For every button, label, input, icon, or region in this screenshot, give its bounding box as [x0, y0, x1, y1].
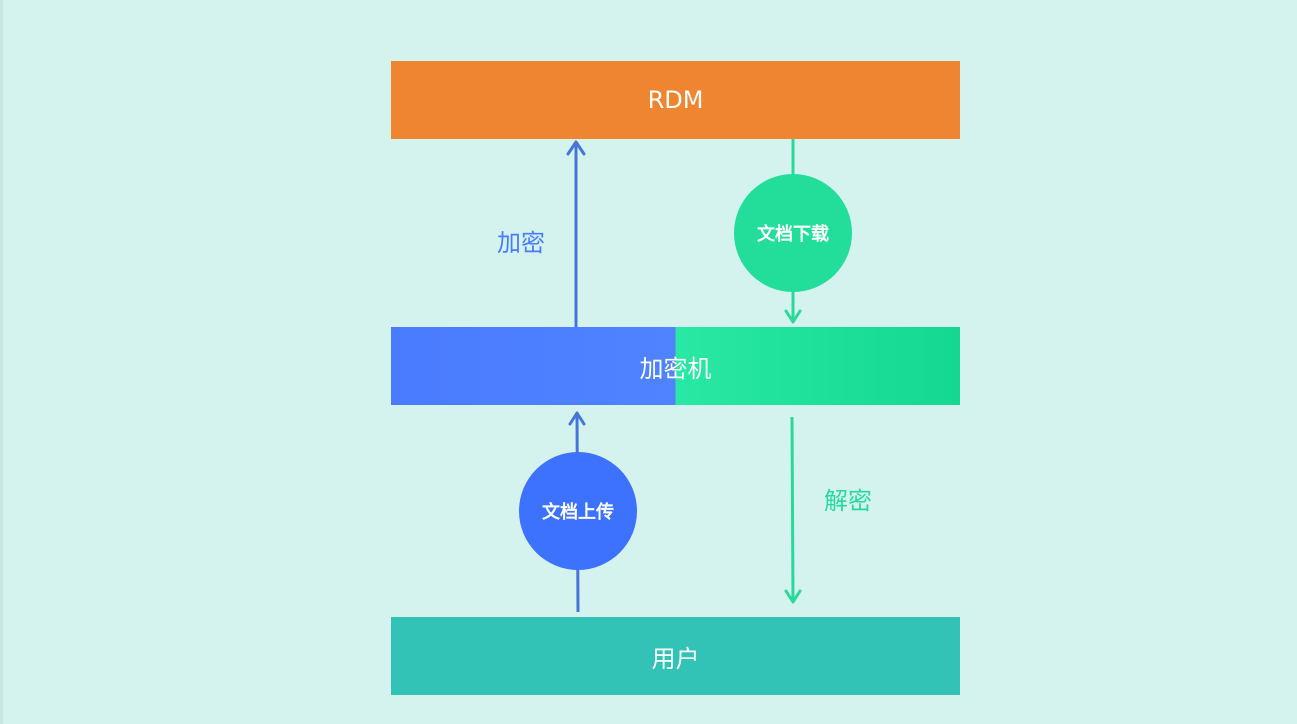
encrypt-label: 加密: [497, 229, 545, 257]
decrypt-arrow: [784, 416, 802, 604]
user-node: 用户: [391, 617, 960, 695]
encryptor-node-label: 加密机: [639, 354, 712, 383]
window-edge: [0, 0, 3, 724]
upload-circle-label: 文档上传: [542, 502, 614, 523]
upload-circle: 文档上传: [519, 452, 637, 570]
download-circle-label: 文档下载: [757, 224, 829, 245]
decrypt-label: 解密: [824, 487, 872, 515]
download-circle: 文档下载: [734, 174, 852, 292]
encrypt-arrow: [566, 140, 586, 327]
rdm-node-label: RDM: [647, 86, 704, 114]
user-node-label: 用户: [651, 644, 700, 673]
encryptor-node: 加密机: [391, 327, 960, 405]
rdm-node: RDM: [391, 61, 960, 139]
